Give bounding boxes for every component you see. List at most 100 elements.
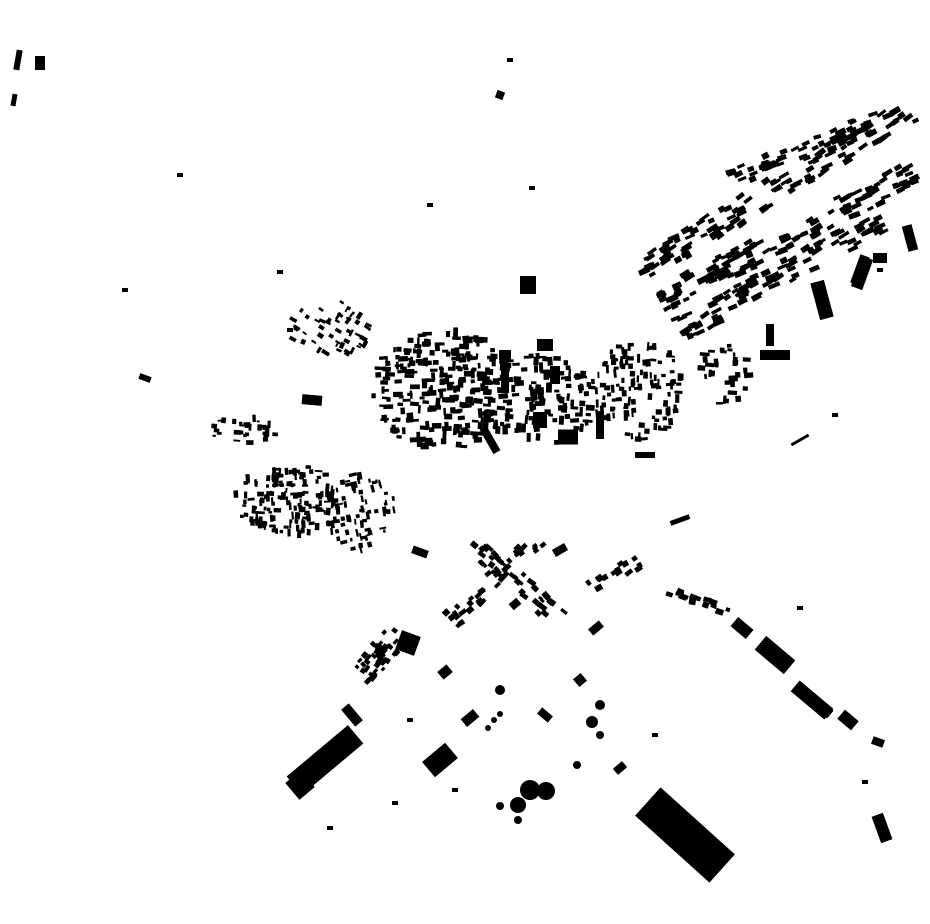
house	[295, 524, 300, 532]
house	[697, 364, 706, 371]
house	[475, 431, 483, 436]
house	[513, 578, 521, 586]
house	[706, 223, 719, 234]
house	[743, 248, 752, 255]
house	[457, 618, 466, 627]
large-building	[816, 701, 834, 719]
house	[361, 518, 368, 523]
house	[585, 412, 591, 417]
large-building	[460, 709, 480, 727]
house	[451, 609, 459, 618]
large-building	[873, 253, 887, 263]
house	[600, 573, 609, 582]
house	[579, 423, 584, 433]
house	[772, 178, 782, 185]
house	[364, 527, 372, 532]
house	[447, 366, 456, 371]
house	[813, 134, 822, 140]
house	[797, 606, 803, 610]
house	[380, 380, 389, 385]
house	[646, 261, 657, 271]
house	[299, 473, 305, 480]
house	[841, 155, 854, 166]
house	[317, 324, 325, 331]
house	[732, 352, 736, 357]
house	[232, 418, 237, 425]
house	[343, 351, 350, 357]
house	[258, 516, 263, 525]
house	[638, 422, 645, 428]
house	[457, 366, 463, 372]
house	[314, 469, 323, 473]
large-building	[422, 742, 458, 778]
house	[614, 566, 622, 574]
house	[404, 352, 411, 356]
house	[334, 528, 340, 534]
house	[292, 324, 301, 331]
house	[661, 241, 670, 250]
house	[427, 406, 436, 413]
silo-building	[595, 700, 605, 710]
house	[731, 206, 740, 215]
house	[419, 425, 429, 431]
house	[513, 543, 522, 552]
house	[779, 233, 792, 244]
house	[717, 205, 726, 214]
house	[261, 424, 267, 428]
house	[594, 387, 598, 395]
house	[761, 279, 773, 289]
house	[904, 170, 914, 178]
house	[518, 588, 527, 596]
house	[603, 360, 608, 365]
house	[363, 324, 372, 332]
house	[722, 259, 732, 267]
house	[478, 545, 487, 553]
house	[784, 260, 795, 269]
house	[743, 238, 753, 247]
house	[470, 379, 475, 384]
house	[898, 178, 909, 186]
large-building	[341, 703, 363, 727]
house	[511, 392, 520, 397]
house	[832, 413, 838, 417]
house	[574, 373, 580, 380]
house	[529, 186, 535, 190]
house	[699, 352, 710, 357]
house	[538, 362, 544, 372]
house	[453, 387, 457, 393]
house	[318, 500, 322, 507]
house	[254, 479, 258, 487]
house	[288, 502, 292, 511]
silo-building	[514, 816, 522, 824]
house	[344, 482, 354, 488]
house	[360, 650, 369, 659]
house	[217, 419, 222, 422]
house	[482, 403, 489, 407]
house	[601, 402, 606, 408]
house	[754, 238, 765, 247]
house	[504, 412, 511, 419]
house	[632, 377, 636, 386]
house	[273, 482, 278, 486]
house	[537, 389, 542, 394]
house	[474, 591, 483, 600]
house	[564, 413, 571, 419]
house	[394, 364, 402, 368]
house	[439, 380, 445, 386]
house	[248, 423, 252, 431]
house	[481, 543, 491, 553]
house	[452, 336, 461, 341]
house	[508, 571, 516, 579]
house	[605, 364, 609, 374]
house	[621, 377, 625, 384]
house	[597, 371, 600, 379]
house	[263, 506, 267, 511]
house	[461, 429, 470, 436]
house	[288, 469, 297, 475]
house	[902, 112, 914, 123]
house	[662, 304, 672, 313]
house	[560, 607, 568, 616]
house	[409, 437, 419, 443]
house	[375, 371, 382, 378]
